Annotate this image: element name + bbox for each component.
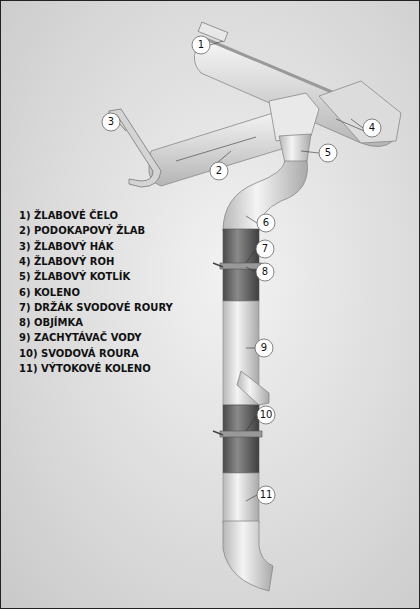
pipe-bracket xyxy=(213,431,223,435)
part-name: 7) DRŽÁK SVODOVÉ ROURY xyxy=(19,301,173,314)
pipe-clamp xyxy=(220,431,262,437)
callout-number: 4 xyxy=(362,121,382,135)
part-name: 4) ŽLABOVÝ ROH xyxy=(19,255,114,268)
gutter-slot xyxy=(176,137,256,161)
part-name: 1) ŽLABOVÉ ČELO xyxy=(19,209,118,222)
part-name: 5) ŽLABOVÝ KOTLÍK xyxy=(19,270,130,283)
pipe-clamp xyxy=(220,263,262,269)
callout-circles xyxy=(102,36,381,504)
part-name: 8) OBJÍMKA xyxy=(19,316,83,329)
part-name: 10) SVODOVÁ ROURA xyxy=(19,347,139,360)
callout-number: 5 xyxy=(318,146,338,160)
callout-number: 2 xyxy=(209,164,229,178)
callout-number: 11 xyxy=(256,488,276,502)
callout-number: 6 xyxy=(256,216,276,230)
part-name: 2) PODOKAPOVÝ ŽLAB xyxy=(19,224,145,237)
part-name: 6) KOLENO xyxy=(19,286,80,299)
outlet-neck xyxy=(279,134,311,163)
pipe-bracket xyxy=(213,263,223,267)
callout-number: 1 xyxy=(191,38,211,52)
callout-number: 8 xyxy=(255,265,275,279)
callout-number: 10 xyxy=(256,408,276,422)
gutter-outlet xyxy=(269,93,319,141)
callout-number: 7 xyxy=(255,242,275,256)
gutter-corner xyxy=(319,81,401,143)
part-name: 9) ZACHYTÁVAČ VODY xyxy=(19,331,142,344)
downpipe xyxy=(223,473,259,523)
collector-spout xyxy=(237,371,269,405)
outlet-elbow xyxy=(223,521,273,591)
callout-number: 9 xyxy=(254,341,274,355)
pipe-elbow xyxy=(223,161,307,231)
part-name: 3) ŽLABOVÝ HÁK xyxy=(19,240,114,253)
leader-lines xyxy=(119,41,363,501)
downpipe xyxy=(223,405,259,473)
part-name: 11) VÝTOKOVÉ KOLENO xyxy=(19,362,151,375)
callout-number: 3 xyxy=(101,115,121,129)
